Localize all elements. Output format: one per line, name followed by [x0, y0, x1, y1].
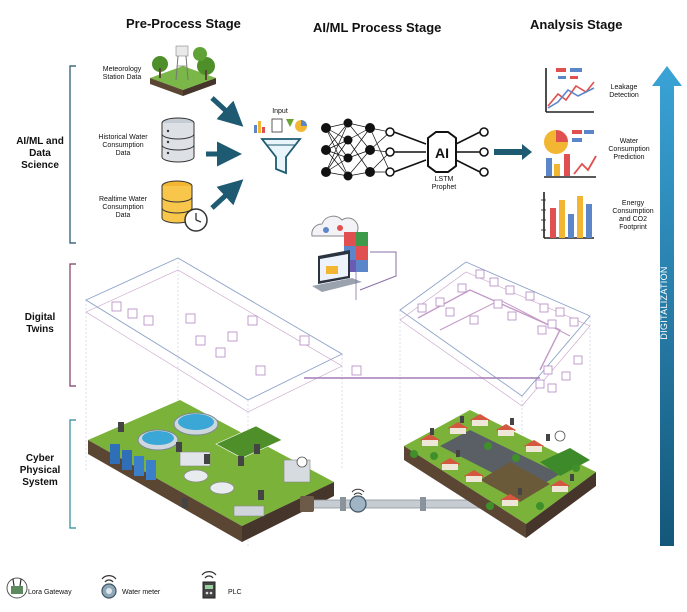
- document-icon: [271, 118, 283, 133]
- arrow-to-analysis: [494, 144, 532, 160]
- ai-chip-text: AI: [435, 145, 449, 161]
- meteorology-station-data-label: Meteorology Station Data: [102, 66, 142, 81]
- water-consumption-prediction-label: Water Consumption Prediction: [608, 138, 650, 161]
- digital-twins-label: Digital Twins: [24, 312, 56, 335]
- legend-lora-gateway-label: Lora Gateway: [28, 589, 72, 596]
- historical-database-icon: [161, 117, 195, 163]
- arrow-meteorology: [210, 96, 244, 127]
- smart-city-illustration: [404, 410, 596, 538]
- plc-icon: [201, 571, 217, 599]
- cyber-physical-system-label: Cyber Physical System: [19, 453, 61, 488]
- ai-ml-data-science-label: AI/ML and Data Science: [16, 136, 64, 171]
- ai-ml-process-stage-title: AI/ML Process Stage: [313, 20, 442, 35]
- leakage-detection-icon: [545, 68, 595, 113]
- digital-twins-bracket: [69, 263, 76, 387]
- water-meter-icon: [101, 575, 117, 599]
- input-funnel-icon: [254, 118, 307, 175]
- ai-ml-bracket: [69, 65, 76, 244]
- analysis-stage-title: Analysis Stage: [530, 17, 623, 32]
- leakage-detection-label: Leakage Detection: [609, 84, 639, 99]
- lora-gateway-icon: [6, 577, 28, 599]
- meteorology-station-icon: [150, 45, 216, 96]
- input-arrows: [206, 96, 244, 210]
- historical-water-consumption-label: Historical Water Consumption Data: [98, 134, 148, 157]
- neural-network-icon: [321, 118, 395, 181]
- water-treatment-plant-illustration: [88, 400, 334, 542]
- realtime-database-icon: [161, 180, 208, 232]
- pre-process-stage-title: Pre-Process Stage: [126, 16, 241, 31]
- legend-water-meter-label: Water meter: [122, 589, 161, 596]
- legend-plc-label: PLC: [228, 589, 242, 596]
- water-consumption-prediction-icon: [544, 130, 597, 178]
- cyber-physical-bracket: [69, 419, 76, 529]
- cloud-laptop-server-icon: [311, 215, 397, 292]
- twin-cubes-left: [111, 301, 362, 376]
- digitalization-arrow: [652, 66, 682, 546]
- lstm-prophet-label: LSTM Prophet: [431, 176, 457, 191]
- arrow-realtime: [210, 179, 244, 210]
- realtime-water-consumption-label: Realtime Water Consumption Data: [99, 196, 147, 219]
- twin-cubes-right: [417, 269, 583, 393]
- energy-consumption-icon: [541, 192, 594, 239]
- input-label: Input: [272, 108, 288, 115]
- ai-chip-icon: AI: [393, 127, 489, 177]
- energy-consumption-label: Energy Consumption and CO2 Footprint: [612, 200, 654, 231]
- pipeline-water-meter-icon: [349, 495, 367, 513]
